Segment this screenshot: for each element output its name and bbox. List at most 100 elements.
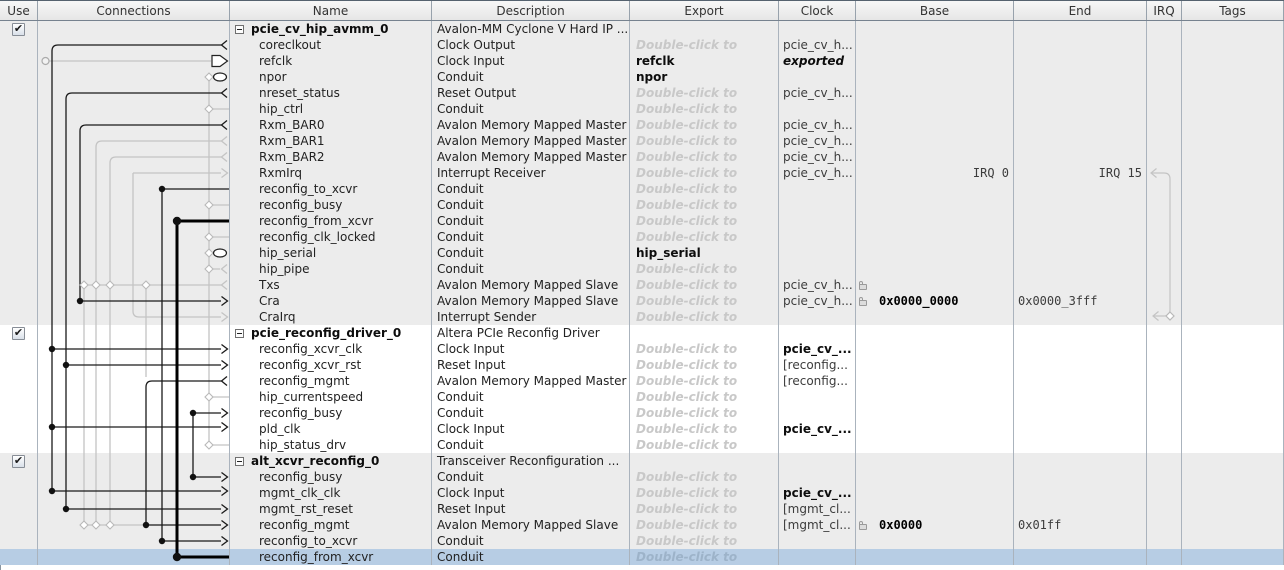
base-cell[interactable] xyxy=(856,21,1014,37)
export-cell[interactable]: Double-click to xyxy=(630,293,779,309)
irq-cell[interactable] xyxy=(1147,325,1182,341)
clock-cell[interactable] xyxy=(779,389,856,405)
tree-collapse-icon[interactable] xyxy=(235,328,244,338)
table-row[interactable]: reconfig_busy Conduit Double-click to xyxy=(0,469,1284,485)
column-header-connections[interactable]: Connections xyxy=(38,1,230,20)
table-row[interactable]: coreclkout Clock Output Double-click to … xyxy=(0,37,1284,53)
clock-cell[interactable] xyxy=(779,69,856,85)
connections-cell[interactable] xyxy=(38,517,230,533)
table-row[interactable]: Rxm_BAR1 Avalon Memory Mapped Master Dou… xyxy=(0,133,1284,149)
irq-cell[interactable] xyxy=(1147,437,1182,453)
clock-cell[interactable] xyxy=(779,325,856,341)
table-row[interactable]: reconfig_to_xcvr Conduit Double-click to xyxy=(0,533,1284,549)
irq-cell[interactable] xyxy=(1147,485,1182,501)
table-row[interactable]: Cra Avalon Memory Mapped Slave Double-cl… xyxy=(0,293,1284,309)
irq-cell[interactable] xyxy=(1147,405,1182,421)
base-cell[interactable] xyxy=(856,277,1014,293)
base-cell[interactable] xyxy=(856,421,1014,437)
irq-cell[interactable] xyxy=(1147,197,1182,213)
irq-cell[interactable] xyxy=(1147,277,1182,293)
table-row[interactable]: reconfig_busy Conduit Double-click to xyxy=(0,405,1284,421)
connections-cell[interactable] xyxy=(38,373,230,389)
connections-cell[interactable] xyxy=(38,533,230,549)
connections-cell[interactable] xyxy=(38,421,230,437)
irq-cell[interactable] xyxy=(1147,469,1182,485)
export-cell[interactable]: Double-click to xyxy=(630,101,779,117)
clock-cell[interactable]: [reconfig... xyxy=(779,373,856,389)
irq-cell[interactable] xyxy=(1147,85,1182,101)
irq-cell[interactable] xyxy=(1147,373,1182,389)
table-row[interactable]: nreset_status Reset Output Double-click … xyxy=(0,85,1284,101)
clock-cell[interactable]: exported xyxy=(779,53,856,69)
clock-cell[interactable] xyxy=(779,309,856,325)
base-cell[interactable] xyxy=(856,133,1014,149)
irq-cell[interactable] xyxy=(1147,229,1182,245)
base-cell[interactable] xyxy=(856,325,1014,341)
irq-cell[interactable] xyxy=(1147,165,1182,181)
connections-cell[interactable] xyxy=(38,325,230,341)
table-row[interactable]: reconfig_to_xcvr Conduit Double-click to xyxy=(0,181,1284,197)
tree-collapse-icon[interactable] xyxy=(235,456,244,466)
base-cell[interactable] xyxy=(856,117,1014,133)
irq-cell[interactable] xyxy=(1147,517,1182,533)
column-header-irq[interactable]: IRQ xyxy=(1147,1,1182,20)
table-row[interactable]: reconfig_from_xcvr Conduit Double-click … xyxy=(0,213,1284,229)
connections-cell[interactable] xyxy=(38,341,230,357)
export-cell[interactable]: Double-click to xyxy=(630,357,779,373)
export-cell[interactable]: Double-click to xyxy=(630,501,779,517)
base-cell[interactable] xyxy=(856,389,1014,405)
clock-cell[interactable] xyxy=(779,549,856,565)
base-cell[interactable] xyxy=(856,181,1014,197)
irq-cell[interactable] xyxy=(1147,533,1182,549)
export-cell[interactable]: Double-click to xyxy=(630,149,779,165)
clock-cell[interactable] xyxy=(779,437,856,453)
connections-cell[interactable] xyxy=(38,149,230,165)
tree-collapse-icon[interactable] xyxy=(235,24,244,34)
export-cell[interactable]: Double-click to xyxy=(630,277,779,293)
column-header-end[interactable]: End xyxy=(1014,1,1147,20)
export-cell[interactable]: Double-click to xyxy=(630,437,779,453)
irq-cell[interactable] xyxy=(1147,357,1182,373)
clock-cell[interactable]: pcie_cv_h... xyxy=(779,293,856,309)
irq-cell[interactable] xyxy=(1147,101,1182,117)
clock-cell[interactable]: pcie_cv_... xyxy=(779,485,856,501)
table-row[interactable]: hip_currentspeed Conduit Double-click to xyxy=(0,389,1284,405)
export-cell[interactable]: Double-click to xyxy=(630,197,779,213)
irq-cell[interactable] xyxy=(1147,53,1182,69)
export-cell[interactable]: Double-click to xyxy=(630,133,779,149)
clock-cell[interactable] xyxy=(779,533,856,549)
table-row[interactable]: Rxm_BAR2 Avalon Memory Mapped Master Dou… xyxy=(0,149,1284,165)
connections-cell[interactable] xyxy=(38,229,230,245)
export-cell[interactable]: Double-click to xyxy=(630,389,779,405)
connections-cell[interactable] xyxy=(38,165,230,181)
column-header-clock[interactable]: Clock xyxy=(779,1,856,20)
clock-cell[interactable] xyxy=(779,261,856,277)
connections-cell[interactable] xyxy=(38,293,230,309)
clock-cell[interactable]: pcie_cv_h... xyxy=(779,117,856,133)
connections-cell[interactable] xyxy=(38,117,230,133)
connections-cell[interactable] xyxy=(38,53,230,69)
base-cell[interactable] xyxy=(856,373,1014,389)
base-cell[interactable]: 0x0000_0000 xyxy=(856,293,1014,309)
export-cell[interactable]: Double-click to xyxy=(630,213,779,229)
base-cell[interactable] xyxy=(856,453,1014,469)
connections-cell[interactable] xyxy=(38,501,230,517)
clock-cell[interactable] xyxy=(779,213,856,229)
irq-cell[interactable] xyxy=(1147,21,1182,37)
irq-cell[interactable] xyxy=(1147,213,1182,229)
clock-cell[interactable]: pcie_cv_... xyxy=(779,421,856,437)
base-cell[interactable] xyxy=(856,501,1014,517)
base-cell[interactable] xyxy=(856,309,1014,325)
table-row[interactable]: ✔ pcie_reconfig_driver_0 Altera PCIe Rec… xyxy=(0,325,1284,341)
clock-cell[interactable]: pcie_cv_h... xyxy=(779,133,856,149)
base-cell[interactable] xyxy=(856,357,1014,373)
table-row[interactable]: CraIrq Interrupt Sender Double-click to xyxy=(0,309,1284,325)
base-cell[interactable] xyxy=(856,213,1014,229)
use-checkbox[interactable]: ✔ xyxy=(12,22,25,36)
clock-cell[interactable] xyxy=(779,229,856,245)
irq-cell[interactable] xyxy=(1147,549,1182,565)
table-row[interactable]: reconfig_xcvr_rst Reset Input Double-cli… xyxy=(0,357,1284,373)
clock-cell[interactable] xyxy=(779,453,856,469)
column-header-description[interactable]: Description xyxy=(432,1,630,20)
clock-cell[interactable] xyxy=(779,405,856,421)
